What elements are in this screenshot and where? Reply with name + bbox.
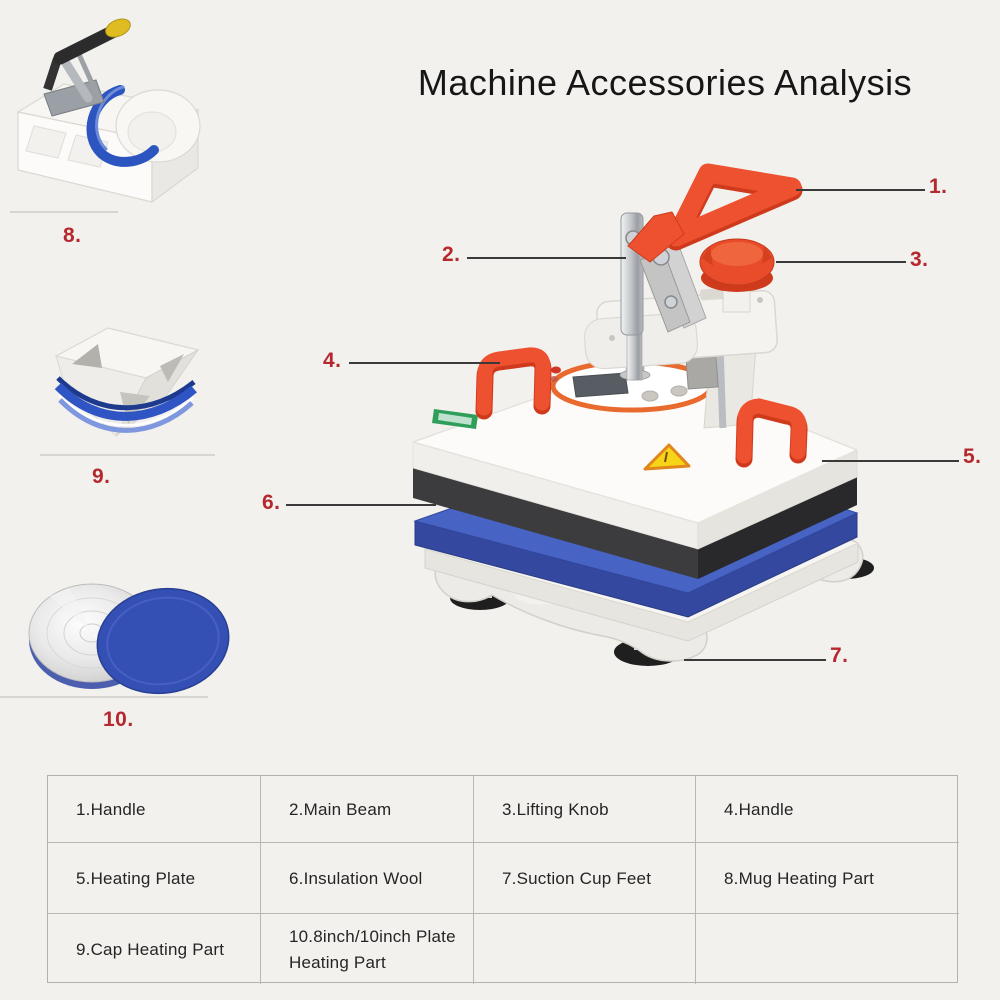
- callout-label-2: 2.: [442, 243, 461, 266]
- blue-plate: [96, 587, 230, 695]
- callout-label-6: 6.: [262, 491, 281, 514]
- dial-button: [670, 385, 688, 397]
- parts-table-cell: 1.Handle: [48, 776, 261, 843]
- parts-table-cell: 10.8inch/10inch Plate Heating Part: [261, 914, 474, 984]
- parts-table-cell: 8.Mug Heating Part: [696, 843, 959, 914]
- callout-label-8: 8.: [63, 224, 82, 247]
- callout-label-9: 9.: [92, 465, 111, 488]
- callout-label-4: 4.: [323, 349, 342, 372]
- plate-handle-left: [475, 347, 552, 420]
- parts-table-cell: 9.Cap Heating Part: [48, 914, 261, 984]
- top-plate: [412, 361, 858, 550]
- parts-table-cell: 6.Insulation Wool: [261, 843, 474, 914]
- cap-heating-part-illustration: [54, 327, 200, 437]
- parts-table: 1.Handle 2.Main Beam 3.Lifting Knob 4.Ha…: [47, 775, 959, 984]
- handle-tip-label: [105, 18, 131, 38]
- callout-label-5: 5.: [963, 445, 982, 468]
- parts-table-cell: 5.Heating Plate: [48, 843, 261, 914]
- parts-table-cell: 7.Suction Cup Feet: [474, 843, 696, 914]
- lcd-display: [572, 372, 629, 398]
- mug-heating-part-illustration: [16, 18, 201, 204]
- callout-label-1: 1.: [929, 175, 948, 198]
- parts-table-cell: 2.Main Beam: [261, 776, 474, 843]
- callout-label-7: 7.: [830, 644, 849, 667]
- callout-label-10: 10.: [103, 708, 134, 731]
- parts-table-cell: [474, 914, 696, 984]
- parts-table-cell: [696, 914, 959, 984]
- plate-heating-parts-illustration: [28, 583, 230, 695]
- plate-handle-right: [735, 398, 808, 468]
- page-title: Machine Accessories Analysis: [417, 62, 913, 103]
- press-handle-top: [627, 163, 803, 263]
- indicator-light: [551, 366, 561, 374]
- heating-plate: [413, 468, 857, 579]
- dial-button: [641, 390, 659, 402]
- cap-heating-band: [56, 376, 196, 411]
- lifting-knob: [699, 238, 775, 313]
- heat-press-illustration: [412, 163, 874, 666]
- parts-table-cell: 3.Lifting Knob: [474, 776, 696, 843]
- parts-table-cell: 4.Handle: [696, 776, 959, 843]
- callout-label-3: 3.: [910, 248, 929, 271]
